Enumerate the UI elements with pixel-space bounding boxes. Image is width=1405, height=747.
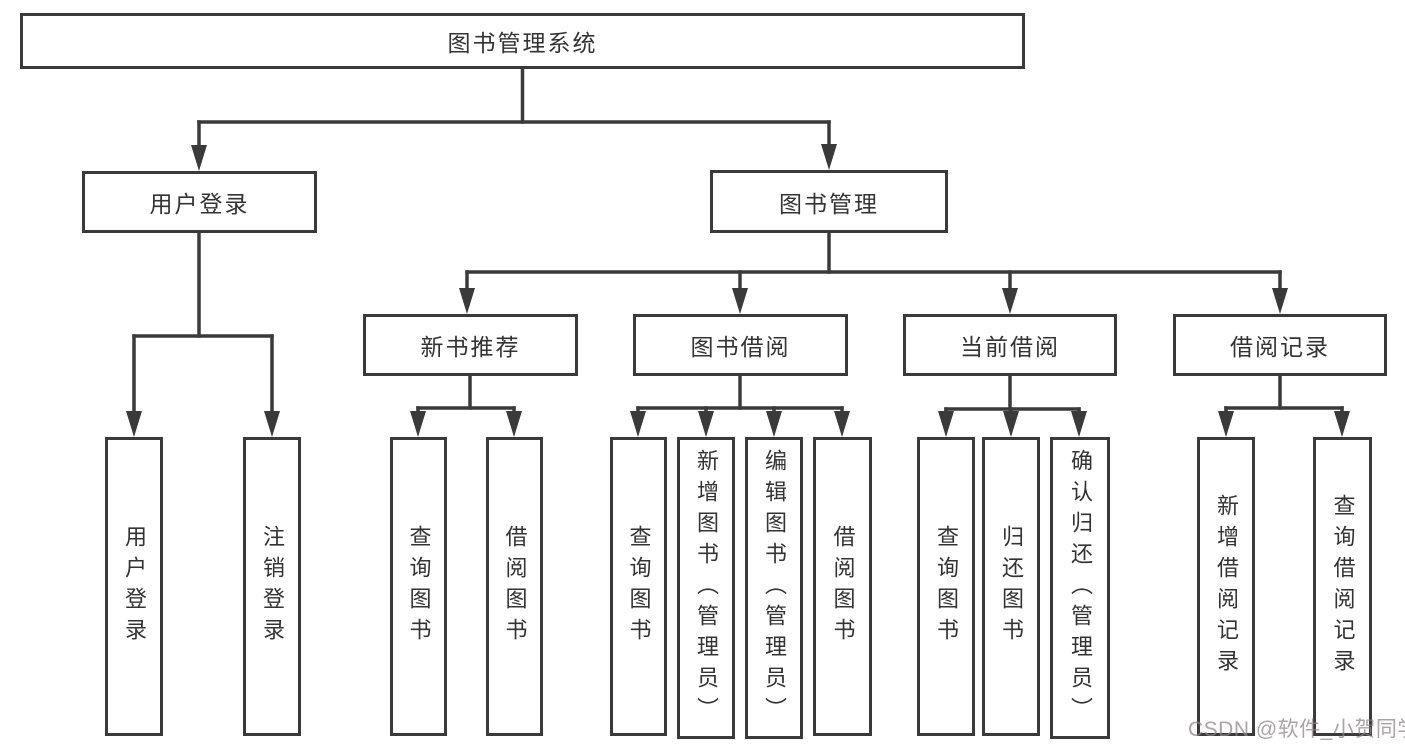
node-book-management: 图书管理: [710, 170, 948, 233]
leaf-query-books-recommend: 查询图书: [390, 437, 447, 736]
leaf-borrow-books-recommend: 借阅图书: [486, 437, 543, 736]
arrowheads: [126, 144, 1350, 437]
leaf-edit-books-admin: 编辑图书（管理员）: [745, 437, 803, 739]
arrowhead-icon: [698, 411, 714, 437]
arrowhead-icon: [732, 288, 748, 314]
node-new-book-recommendation: 新书推荐: [363, 314, 578, 376]
arrowhead-icon: [938, 411, 954, 437]
leaf-query-books-borrowing: 查询图书: [610, 437, 667, 736]
arrowhead-icon: [834, 411, 850, 437]
arrowhead-icon: [1272, 288, 1288, 314]
watermark: CSDN @软件_小贺同学: [1188, 718, 1405, 741]
leaf-logout: 注销登录: [243, 437, 301, 736]
node-book-borrowing: 图书借阅: [633, 314, 848, 376]
node-user-login: 用户登录: [82, 171, 317, 233]
leaf-confirm-return-admin: 确认归还（管理员）: [1050, 437, 1110, 739]
arrowhead-icon: [1218, 411, 1234, 437]
node-root: 图书管理系统: [20, 13, 1025, 69]
arrowhead-icon: [1003, 411, 1019, 437]
leaf-query-borrow-record: 查询借阅记录: [1313, 437, 1372, 736]
leaf-return-books: 归还图书: [982, 437, 1040, 736]
arrowhead-icon: [459, 288, 475, 314]
arrowhead-icon: [126, 411, 142, 437]
arrowhead-icon: [1334, 411, 1350, 437]
leaf-add-borrow-record: 新增借阅记录: [1197, 437, 1255, 736]
leaf-borrow-books-borrowing: 借阅图书: [813, 437, 872, 736]
node-borrowing-records: 借阅记录: [1173, 314, 1387, 376]
arrowhead-icon: [1071, 411, 1087, 437]
arrowhead-icon: [1002, 288, 1018, 314]
leaf-user-login: 用户登录: [105, 437, 163, 736]
node-current-borrowing: 当前借阅: [903, 314, 1117, 376]
arrowhead-icon: [410, 411, 426, 437]
arrowhead-icon: [506, 411, 522, 437]
arrowhead-icon: [264, 411, 280, 437]
leaf-add-books-admin: 新增图书（管理员）: [677, 437, 735, 739]
leaf-query-books-current: 查询图书: [917, 437, 975, 736]
arrowhead-icon: [766, 411, 782, 437]
arrowhead-icon: [191, 145, 207, 171]
arrowhead-icon: [630, 411, 646, 437]
arrowhead-icon: [821, 144, 837, 170]
